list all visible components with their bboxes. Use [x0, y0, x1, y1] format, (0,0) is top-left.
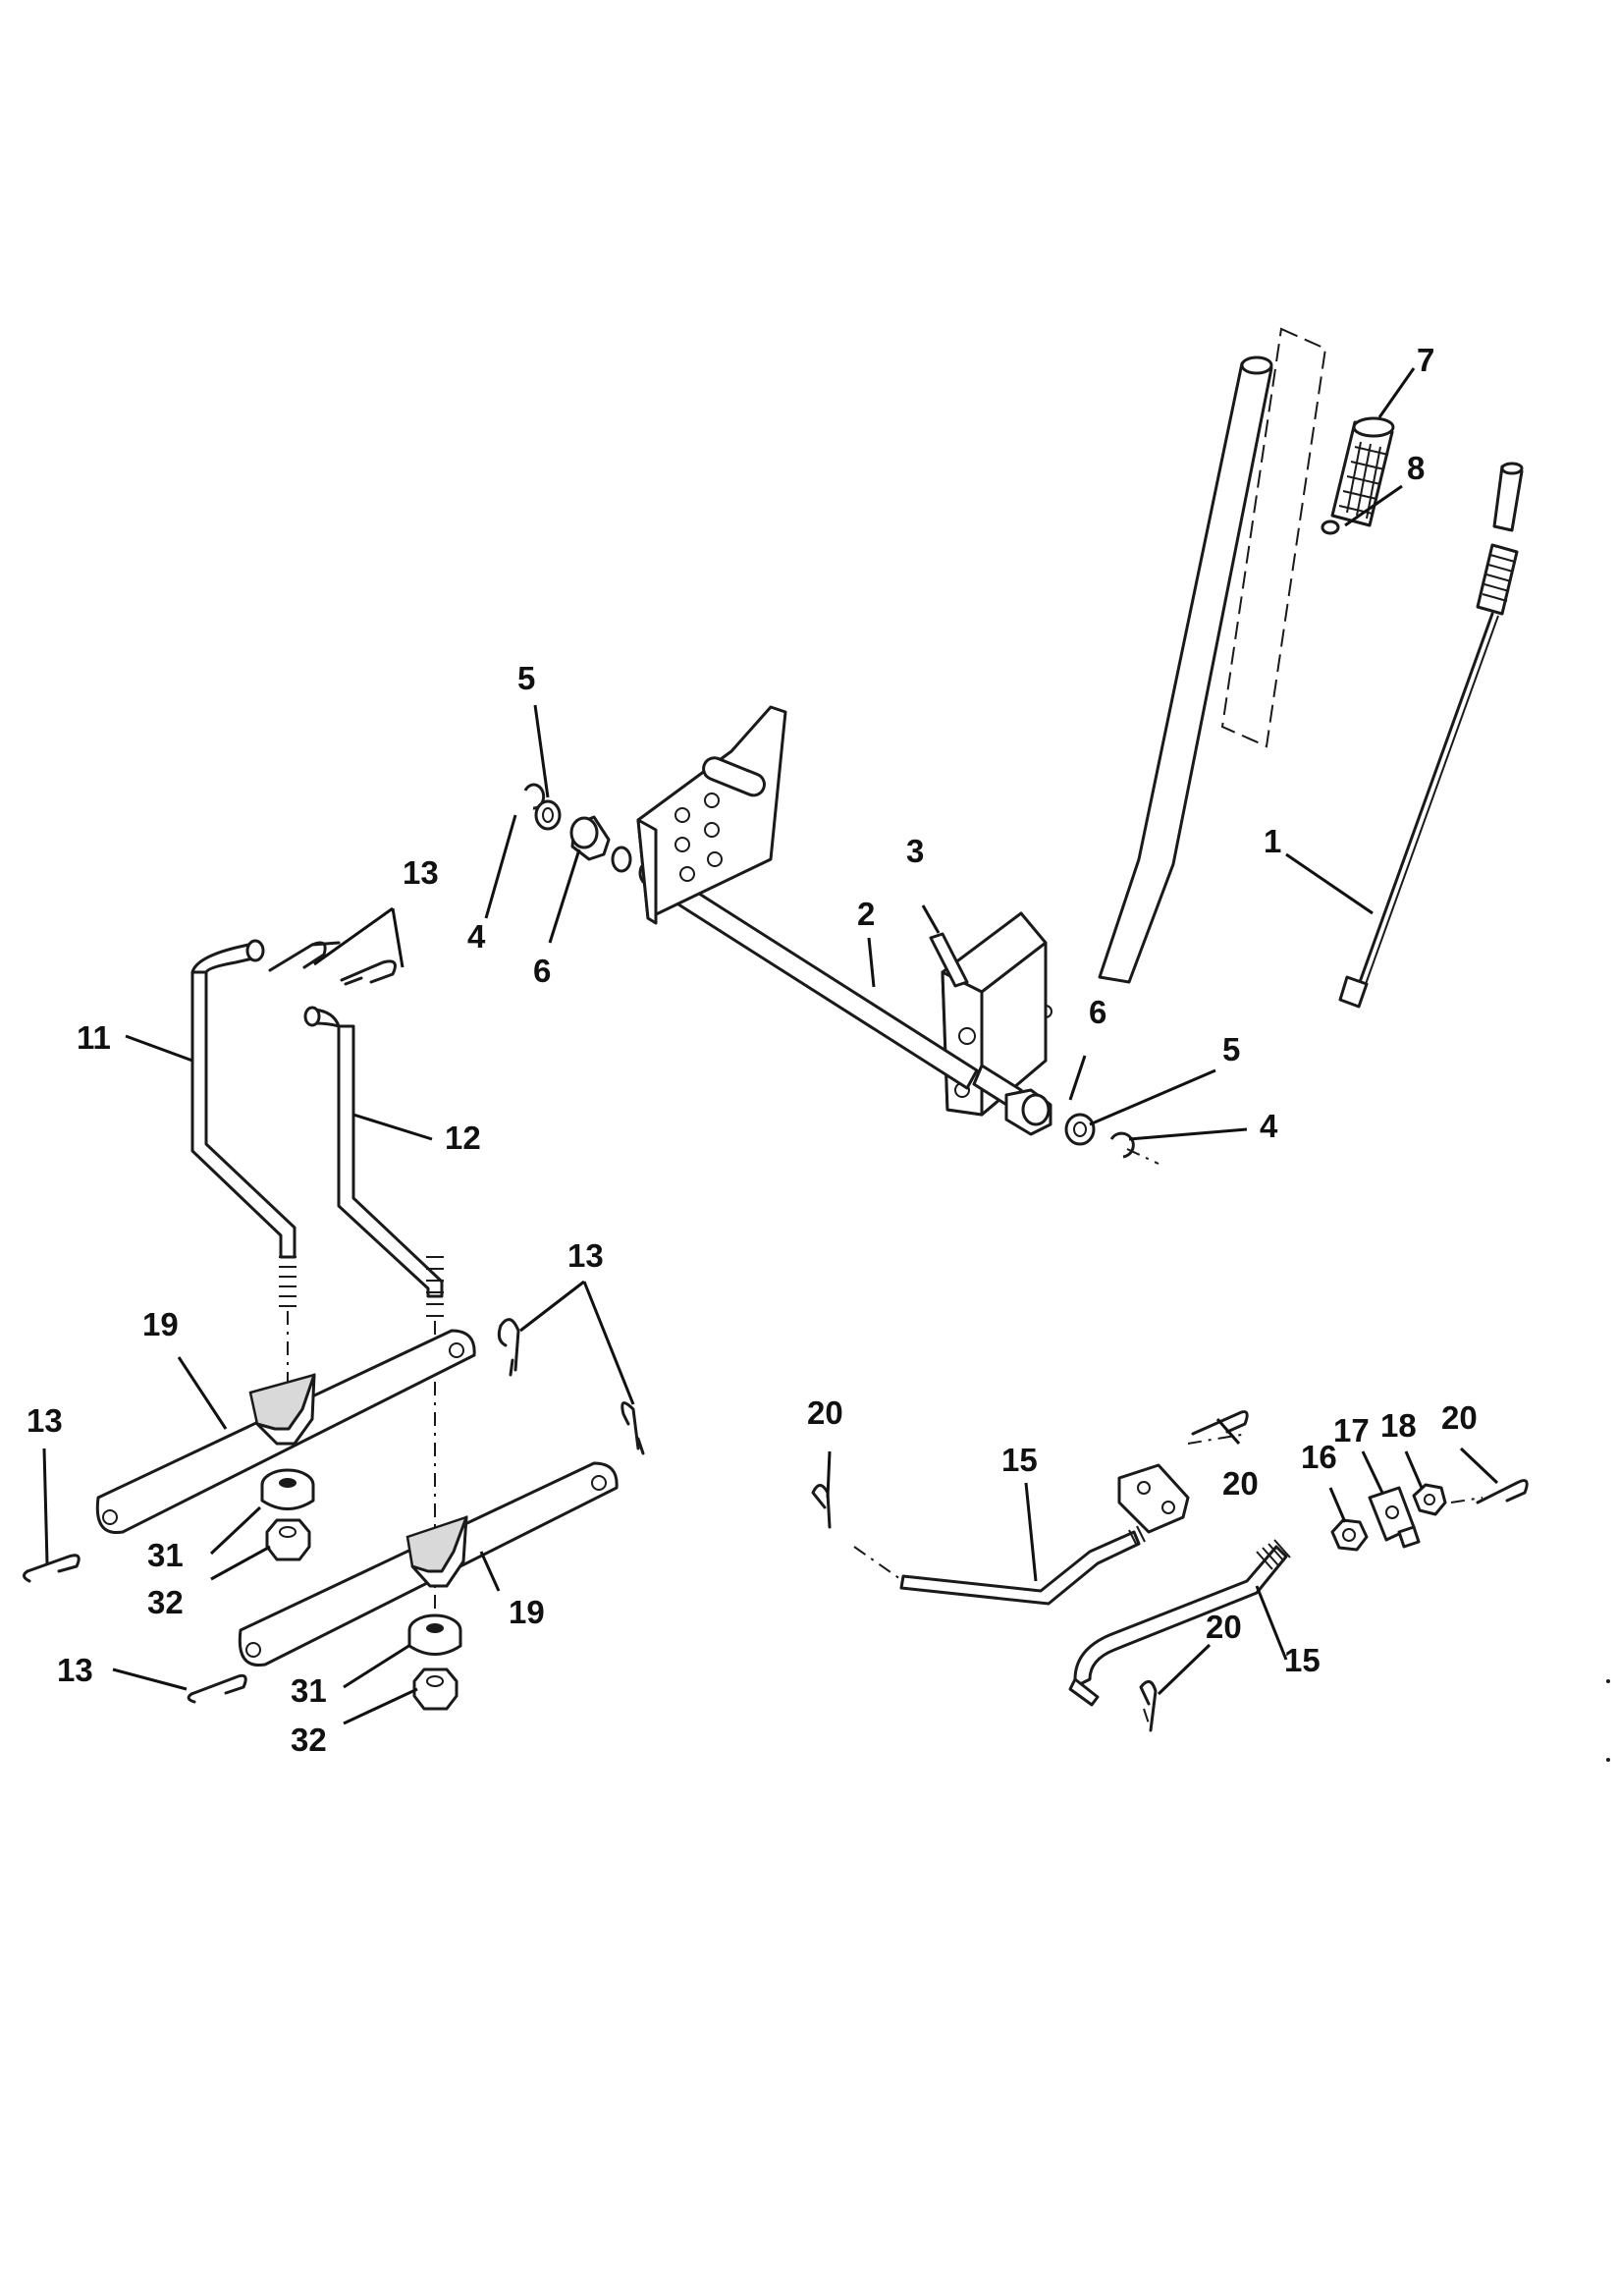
callout-13-left: 13: [27, 1402, 63, 1439]
callout-20-mid: 20: [1222, 1465, 1259, 1502]
callout-4-left: 4: [467, 918, 486, 955]
mounting-plate: [636, 705, 787, 925]
hairpin-clip-20c: [1476, 1479, 1529, 1504]
callout-12: 12: [445, 1120, 481, 1156]
hairpin-clip-13b: [340, 959, 397, 986]
right-hardware-stack: [1004, 1088, 1160, 1165]
callout-18: 18: [1380, 1407, 1417, 1444]
callout-labels: 7 8 1 2 3 5 4 6 6 5 4 13 11 12 13 19 13 …: [27, 342, 1478, 1758]
callout-16: 16: [1301, 1439, 1337, 1475]
deck-link-rod-upper: [853, 1525, 1146, 1606]
callout-3: 3: [906, 833, 924, 869]
callout-5-right: 5: [1222, 1031, 1240, 1067]
callout-20-right: 20: [1441, 1399, 1478, 1436]
lift-arm-lower: [238, 1461, 619, 1667]
jam-nut-16: [1330, 1518, 1369, 1552]
callout-11: 11: [77, 1019, 111, 1056]
callout-19-upper: 19: [142, 1306, 179, 1342]
roll-pin: [929, 932, 969, 988]
swivel-block-upper: [1117, 1433, 1248, 1534]
handle-extension-dashed-outline: [1220, 327, 1327, 748]
callout-15-upper: 15: [1001, 1442, 1038, 1478]
callout-32-lower: 32: [291, 1722, 327, 1758]
deck-link-rod-lower: [1068, 1539, 1291, 1724]
callout-13-top: 13: [403, 854, 439, 891]
lift-assist-rod: [1338, 462, 1524, 1009]
bushing-lower: [407, 1613, 462, 1656]
lift-arm-upper: [95, 1329, 476, 1535]
callout-4-right: 4: [1260, 1108, 1278, 1144]
callout-20-bottom: 20: [1206, 1609, 1242, 1645]
callout-7: 7: [1417, 342, 1434, 378]
hairpin-clip-13f: [187, 1673, 247, 1704]
lift-link-right: [303, 1006, 444, 1620]
hairpin-clip-13c: [497, 1318, 520, 1377]
nut-lower: [412, 1667, 458, 1711]
callout-31-upper: 31: [147, 1537, 184, 1573]
hairpin-clip-13e: [23, 1554, 81, 1583]
callout-6-left: 6: [533, 953, 551, 989]
callout-13-mid: 13: [567, 1237, 604, 1274]
handle-grip: [1321, 416, 1395, 535]
callout-13-bottom: 13: [57, 1652, 93, 1688]
bushing-upper: [260, 1468, 315, 1510]
left-hardware-stack: [523, 783, 632, 873]
hairpin-clip-13a: [268, 941, 341, 972]
callout-5-left: 5: [517, 660, 535, 696]
scan-marks: [1606, 1679, 1610, 1762]
nut-18: [1412, 1483, 1483, 1516]
nut-upper: [265, 1518, 311, 1561]
lift-handle: [1039, 355, 1273, 1018]
hairpin-clip-13d: [620, 1401, 645, 1455]
callout-6-right: 6: [1089, 994, 1106, 1030]
callout-8: 8: [1407, 450, 1425, 486]
lift-link-left: [190, 939, 297, 1404]
hairpin-clip-20b: [1191, 1410, 1249, 1436]
callout-31-lower: 31: [291, 1672, 327, 1709]
callout-1: 1: [1264, 823, 1281, 859]
swivel-block-17: [1368, 1486, 1421, 1549]
hairpin-clip-20d: [1139, 1679, 1158, 1732]
callout-19-lower: 19: [509, 1594, 545, 1630]
callout-17: 17: [1333, 1412, 1370, 1449]
leader-lines: [42, 367, 1499, 1725]
callout-15-lower: 15: [1284, 1642, 1321, 1678]
callout-32-upper: 32: [147, 1584, 184, 1620]
callout-2: 2: [857, 896, 875, 932]
callout-20-left: 20: [807, 1394, 843, 1431]
